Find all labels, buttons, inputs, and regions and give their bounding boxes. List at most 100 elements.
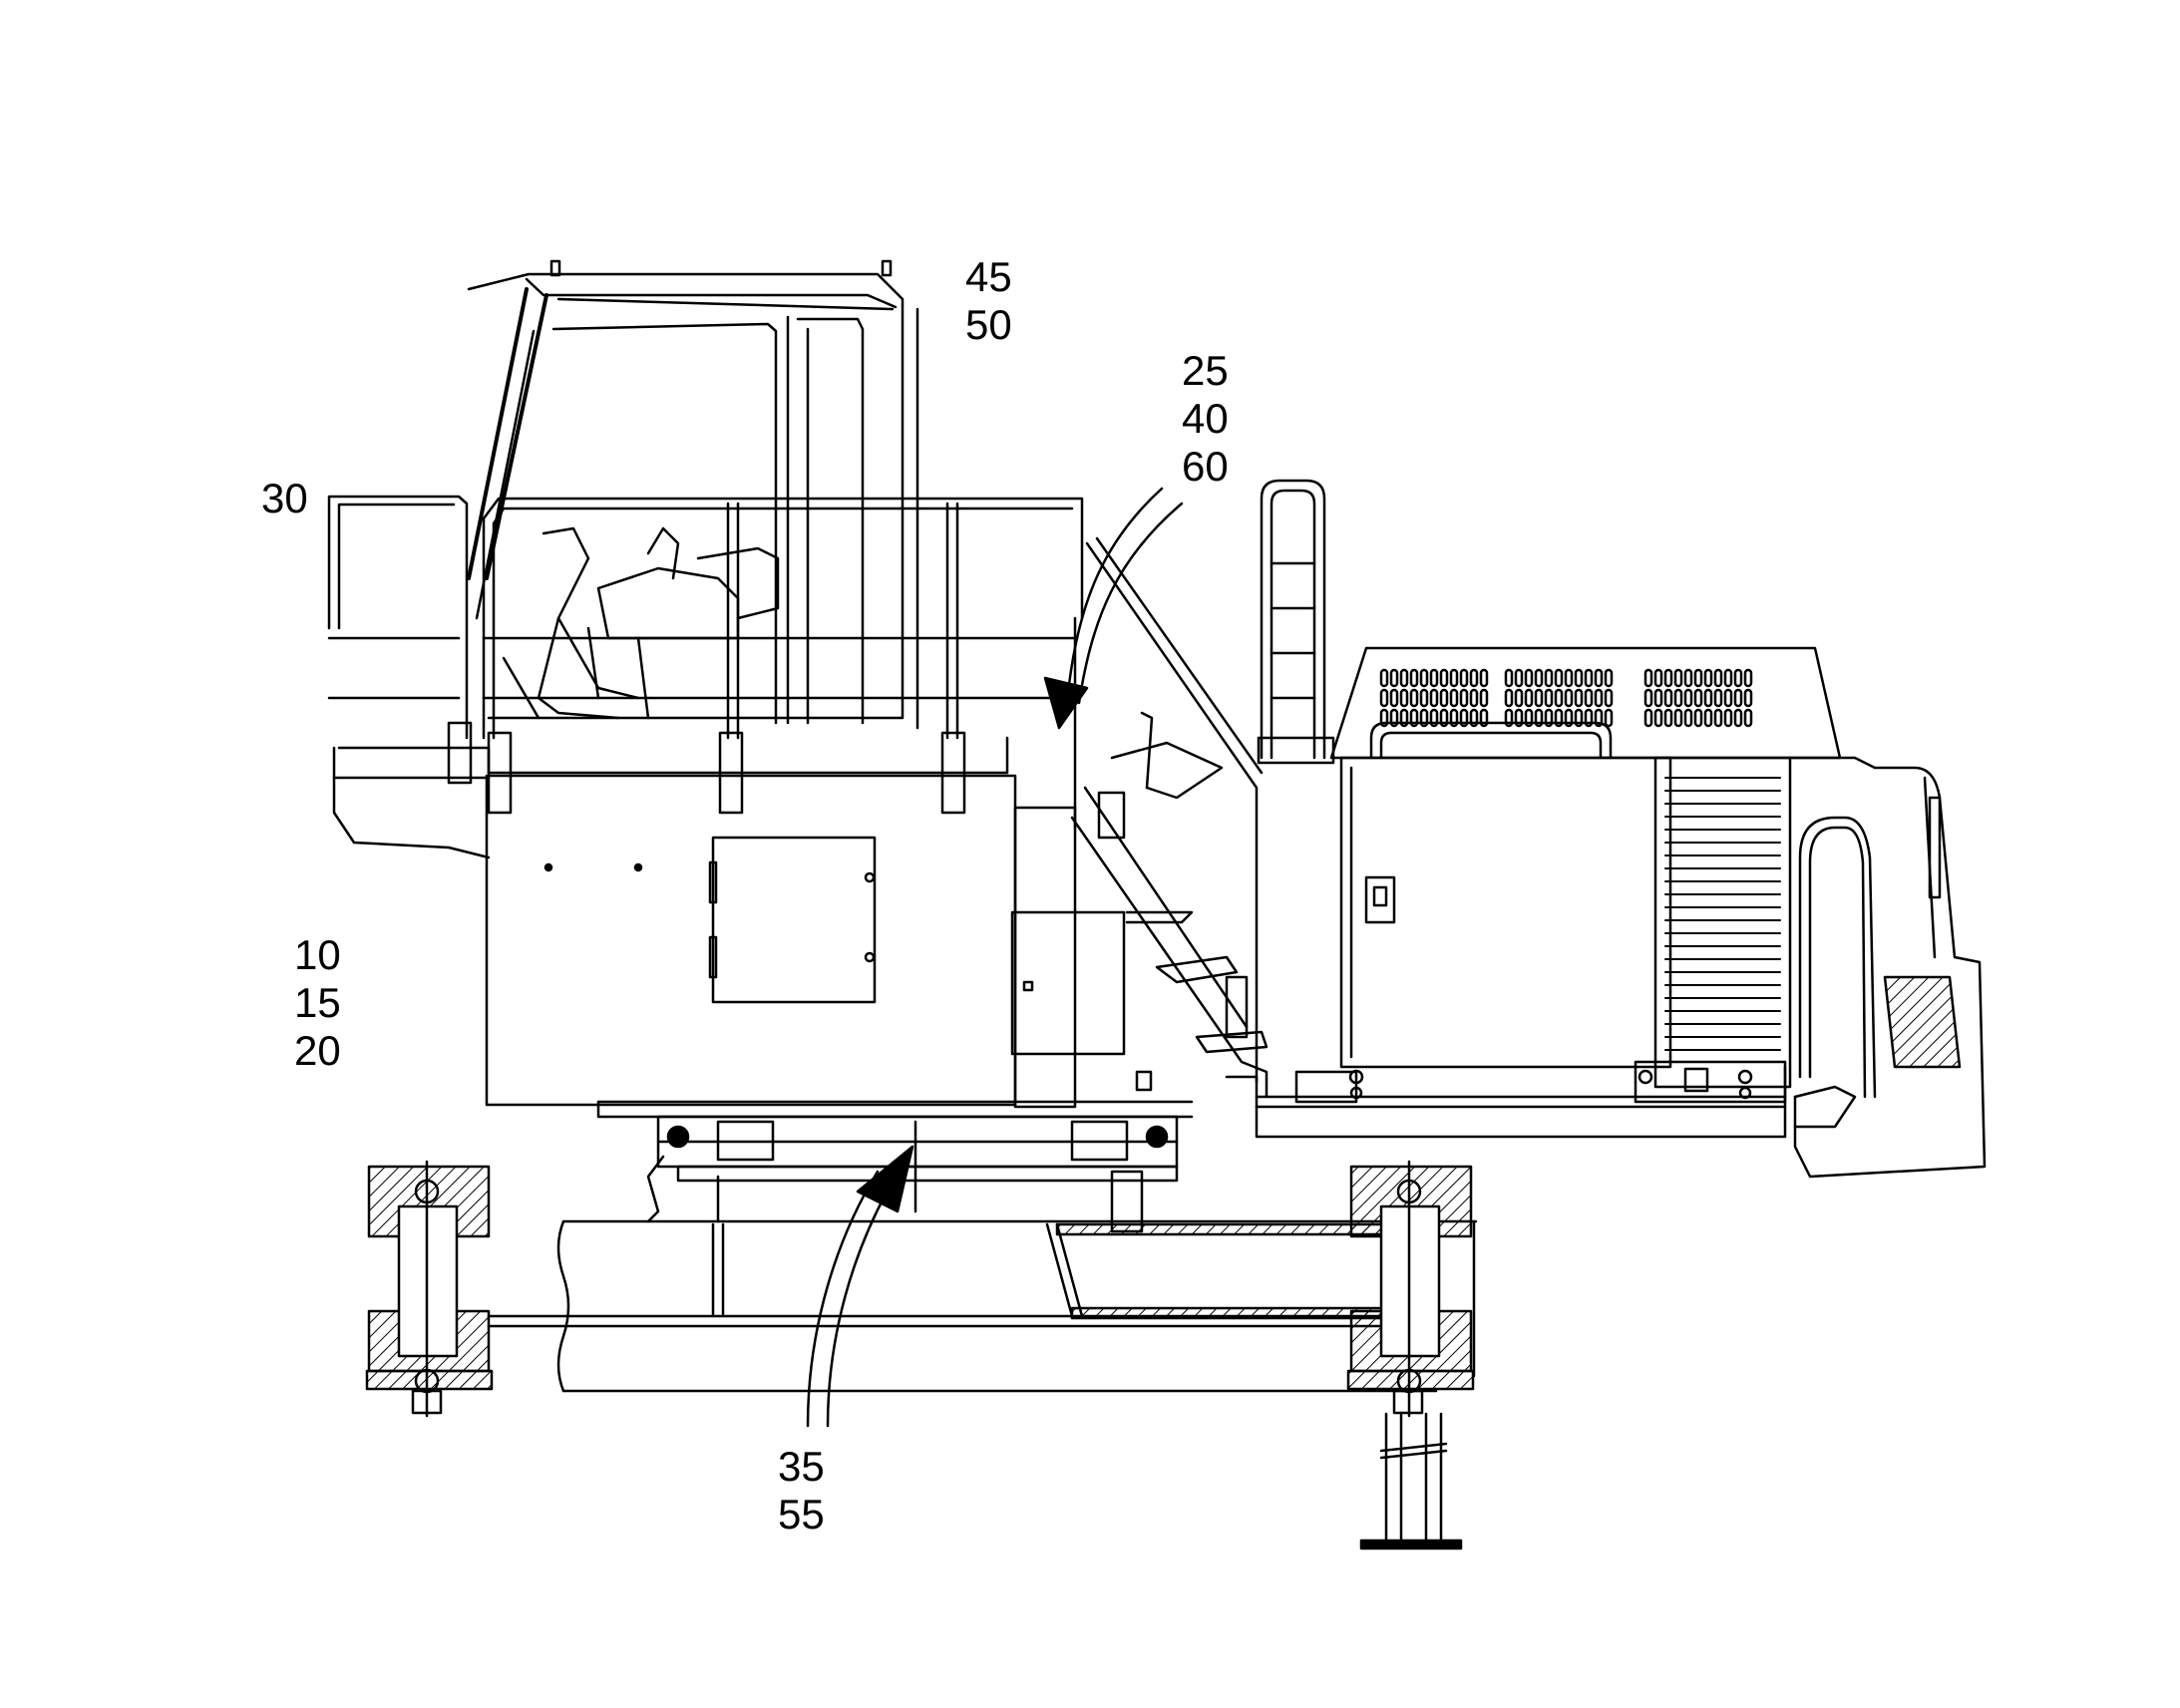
vent-slot: [1703, 688, 1713, 708]
callout-superstructure: 10 15 20: [294, 931, 341, 1075]
vent-slot: [1479, 688, 1489, 708]
callout-number: 10: [294, 931, 341, 978]
vent-slot: [1459, 688, 1469, 708]
vent-slot: [1449, 688, 1459, 708]
vent-slot: [1574, 668, 1584, 688]
callout-number: 25: [1182, 347, 1229, 394]
vent-slot: [1399, 688, 1409, 708]
vent-slot: [1723, 688, 1733, 708]
guard-railing: [327, 495, 1084, 815]
vent-slot: [1594, 708, 1604, 728]
vent-grille: [1379, 668, 1753, 728]
vent-slot: [1429, 688, 1439, 708]
callout-number: 45: [965, 253, 1012, 300]
vent-slot: [1564, 688, 1574, 708]
vent-slot: [1409, 668, 1419, 688]
vent-slot: [1554, 668, 1564, 688]
vent-slot: [1703, 668, 1713, 688]
left-crawler-roller: [365, 1160, 494, 1418]
vent-slot: [1524, 668, 1534, 688]
vent-slot: [1429, 708, 1439, 728]
vent-slot: [1514, 668, 1524, 688]
vent-slot: [1653, 708, 1663, 728]
vent-slot: [1514, 708, 1524, 728]
vent-slot: [1693, 668, 1703, 688]
vent-slot: [1469, 708, 1479, 728]
vent-slot: [1554, 708, 1564, 728]
vent-slot: [1469, 688, 1479, 708]
vent-slot: [1449, 668, 1459, 688]
callout-cab: 45 50: [965, 253, 1012, 349]
vent-slot: [1534, 688, 1544, 708]
vent-slot: [1479, 708, 1489, 728]
callout-number: 60: [1182, 443, 1229, 490]
vent-slot: [1379, 708, 1389, 728]
vent-slot: [1683, 668, 1693, 688]
vent-slot: [1379, 668, 1389, 688]
callout-number: 55: [778, 1491, 825, 1537]
vent-slot: [1643, 688, 1653, 708]
vent-slot: [1514, 688, 1524, 708]
access-stairs: [1070, 536, 1269, 1099]
vent-slot: [1564, 668, 1574, 688]
vent-slot: [1693, 688, 1703, 708]
operator-cab: [467, 259, 919, 730]
vent-slot: [1544, 668, 1554, 688]
vent-slot: [1439, 708, 1449, 728]
vent-slot: [1604, 668, 1614, 688]
vent-slot: [1733, 668, 1743, 688]
leader-arrow-slewing-ring: [806, 1145, 914, 1428]
vent-slot: [1723, 668, 1733, 688]
vent-slot: [1673, 688, 1683, 708]
right-crawler-roller: [1346, 1160, 1476, 1418]
vent-slot: [1419, 688, 1429, 708]
slewing-ring: [646, 1115, 1179, 1233]
vent-slot: [1733, 708, 1743, 728]
vent-slot: [1693, 708, 1703, 728]
vent-slot: [1544, 708, 1554, 728]
vent-slot: [1564, 708, 1574, 728]
vent-slot: [1723, 708, 1733, 728]
vent-slot: [1663, 668, 1673, 688]
callout-number: 35: [778, 1443, 825, 1490]
vent-slot: [1743, 688, 1753, 708]
callout-number: 20: [294, 1027, 341, 1074]
vent-slot: [1743, 668, 1753, 688]
vent-slot: [1733, 688, 1743, 708]
vent-slot: [1469, 668, 1479, 688]
vent-slot: [1534, 668, 1544, 688]
radiator-grille: [1664, 777, 1781, 1051]
vent-slot: [1743, 708, 1753, 728]
vent-slot: [1653, 668, 1663, 688]
vent-slot: [1584, 708, 1594, 728]
callout-railing: 30: [261, 475, 308, 522]
vent-slot: [1584, 668, 1594, 688]
vent-slot: [1389, 708, 1399, 728]
engine-hood: [1329, 646, 1842, 760]
vent-slot: [1673, 668, 1683, 688]
vent-slot: [1663, 688, 1673, 708]
vent-slot: [1713, 668, 1723, 688]
vent-slot: [1713, 688, 1723, 708]
rear-deck: [1225, 1060, 1787, 1139]
vent-slot: [1504, 708, 1514, 728]
vent-slot: [1643, 668, 1653, 688]
vent-slot: [1419, 708, 1429, 728]
callout-number: 15: [294, 979, 341, 1026]
vent-slot: [1713, 708, 1723, 728]
leader-arrow-stairs: [1043, 487, 1184, 730]
vent-slot: [1389, 668, 1399, 688]
callout-slewing-ring: 35 55: [778, 1443, 825, 1538]
vent-slot: [1379, 688, 1389, 708]
superstructure-body: [332, 736, 1194, 1119]
vent-slot: [1594, 688, 1604, 708]
vent-slot: [1409, 688, 1419, 708]
support-column: [1359, 1412, 1463, 1550]
vent-slot: [1399, 708, 1409, 728]
vent-slot: [1584, 688, 1594, 708]
vent-slot: [1524, 688, 1534, 708]
vent-slot: [1399, 668, 1409, 688]
vent-slot: [1544, 688, 1554, 708]
